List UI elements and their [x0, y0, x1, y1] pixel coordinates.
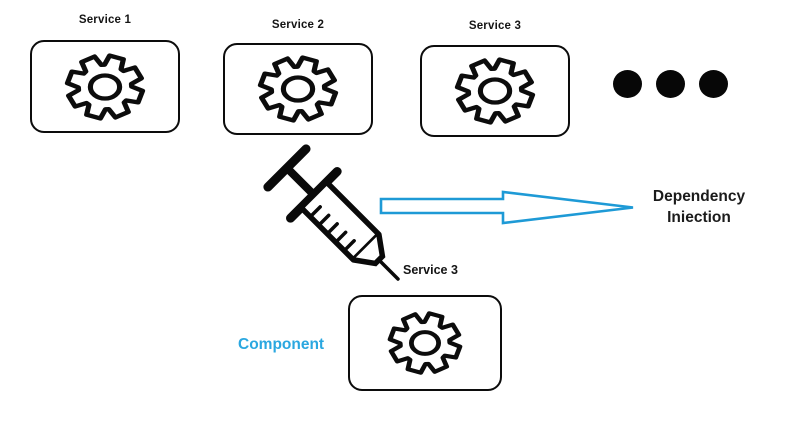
service-3-label: Service 3 — [468, 20, 522, 32]
more-services-ellipsis — [613, 70, 728, 98]
service-3-box — [420, 45, 570, 137]
syringe-icon — [255, 136, 425, 306]
ellipsis-dot — [699, 70, 728, 98]
service-1-box — [30, 40, 180, 133]
service-2-box — [223, 43, 373, 135]
gear-icon — [454, 57, 536, 125]
gear-icon — [257, 55, 339, 123]
injected-service-label: Service 3 — [403, 263, 458, 277]
caption-line-2: Iniection — [667, 209, 731, 226]
component-box — [348, 295, 502, 391]
service-1-label: Service 1 — [78, 14, 132, 26]
caption-line-1: Dependency — [652, 188, 746, 205]
ellipsis-dot — [656, 70, 685, 98]
ellipsis-dot — [613, 70, 642, 98]
service-2-label: Service 2 — [271, 19, 325, 31]
dependency-injection-caption: Dependency Iniection — [636, 186, 762, 228]
right-arrow-icon — [374, 184, 640, 230]
gear-icon — [64, 52, 146, 121]
gear-icon — [387, 311, 463, 375]
component-label: Component — [238, 336, 325, 353]
